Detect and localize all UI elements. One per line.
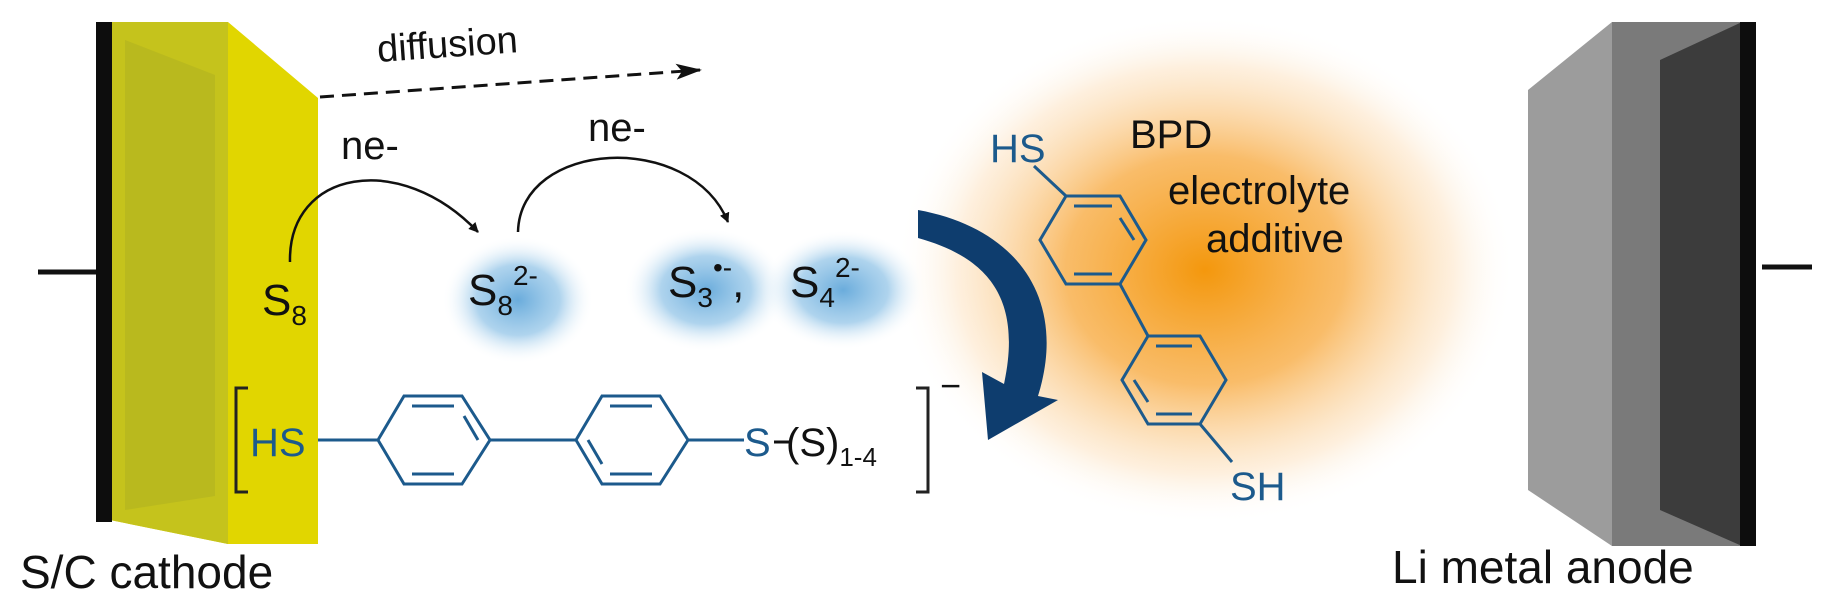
s4-dianion-glow — [761, 230, 925, 350]
s3-radical-glow — [624, 228, 788, 352]
adduct-charge: − — [940, 365, 961, 406]
bpd-molecule: HS SH — [990, 127, 1286, 509]
reduction-arrow-1 — [288, 179, 479, 263]
adduct-ring-1 — [318, 394, 576, 486]
additive-name: BPD — [1130, 113, 1212, 157]
additive-line1: electrolyte — [1168, 169, 1350, 213]
anode-current-collector — [1740, 22, 1756, 546]
bpd-bottom-group: SH — [1230, 465, 1286, 509]
reduction-arrow-2 — [516, 156, 730, 233]
anode-electrode — [1528, 22, 1756, 546]
bpd-ring-1 — [1032, 164, 1150, 337]
cathode-label: S/C cathode — [20, 546, 273, 598]
binding-curved-arrow — [918, 210, 1058, 440]
adduct-sulfur: S — [744, 421, 771, 465]
s4-dianion-species: S42- — [790, 252, 860, 313]
diffusion-arrow — [319, 63, 702, 99]
s8-dianion-species: S82- — [468, 260, 538, 321]
additive-glow — [895, 15, 1515, 525]
cathode-face-inner — [125, 40, 215, 510]
adduct-right-bracket — [916, 386, 930, 494]
cathode-electrode — [96, 22, 318, 544]
s8-species: S8 — [262, 276, 307, 331]
adduct-ring-2 — [574, 394, 744, 486]
cathode-current-collector — [96, 22, 112, 522]
s3-radical-species: S3•-, — [668, 252, 744, 313]
electron-label-1: ne- — [341, 124, 399, 168]
diffusion-label: diffusion — [376, 19, 519, 71]
electron-label-2: ne- — [588, 106, 646, 150]
adduct-left-bracket — [234, 386, 248, 494]
bpd-top-group: HS — [990, 127, 1046, 171]
anode-label: Li metal anode — [1392, 541, 1694, 593]
adduct-left-group: HS — [250, 421, 306, 465]
adduct-chain: (S)1-4 — [786, 421, 877, 472]
additive-line2: additive — [1206, 217, 1344, 261]
s8-dianion-glow — [442, 236, 594, 364]
anode-block-dark — [1660, 22, 1742, 546]
bpd-ring-2 — [1120, 334, 1234, 463]
adduct-structure: HS S (S)1-4 − — [234, 365, 961, 494]
